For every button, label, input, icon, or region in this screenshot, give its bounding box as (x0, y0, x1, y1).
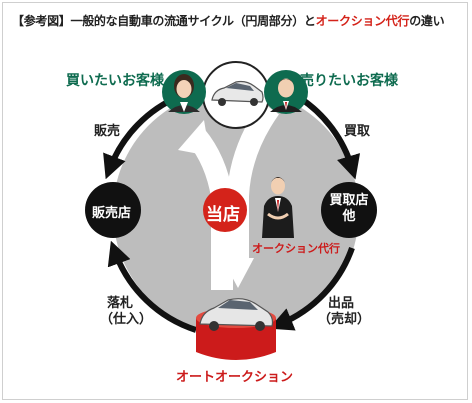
winning-bid-sub: （仕入） (100, 312, 153, 327)
dealer-node (85, 182, 141, 238)
auto-auction-label: オートオークション (176, 370, 294, 385)
auction-agent-label: オークション代行 (252, 242, 340, 255)
auction-agent-person-icon (262, 177, 294, 238)
arrow-purchase-to-auction (268, 247, 355, 331)
auction-car-icon (199, 298, 274, 331)
arrow-label-sale: 販売 (94, 124, 121, 139)
listing-text: 出品 (327, 296, 354, 311)
dealer-label: 販売店 (92, 206, 132, 221)
our-store-label: 当店 (206, 205, 240, 225)
arrow-seller-to-purchase (298, 95, 361, 180)
listing-sub: （売却） (318, 312, 371, 327)
purchase-store-node (321, 182, 377, 238)
title-accent: オークション代行 (315, 14, 410, 28)
seller-avatar-icon (264, 70, 308, 114)
diagram-title: 【参考図】一般的な自動車の流通サイクル（円周部分）とオークション代行の違い (12, 12, 445, 29)
purchase-store-label: 買取店 他 (328, 193, 370, 225)
arrow-label-listing: 出品 （売却） (318, 296, 371, 328)
white-arrowhead-up (178, 120, 210, 156)
buyer-label: 買いたいお客様 (66, 73, 164, 89)
arrow-label-purchase: 買取 (344, 124, 371, 139)
purchase-store-sub: 他 (342, 209, 356, 224)
arrow-auction-to-dealer (107, 240, 197, 333)
title-suffix: の違い (409, 14, 445, 28)
top-car-icon (211, 80, 264, 106)
buyer-avatar-icon (162, 70, 206, 114)
title-prefix: 【参考図】一般的な自動車の流通サイクル（円周部分）と (12, 14, 316, 28)
our-store-node (203, 188, 247, 232)
arrow-label-winning-bid: 落札 （仕入） (100, 296, 153, 328)
seller-label: 売りたいお客様 (300, 73, 398, 89)
winning-bid-text: 落札 (106, 296, 133, 311)
purchase-store-name: 買取店 (329, 193, 369, 208)
